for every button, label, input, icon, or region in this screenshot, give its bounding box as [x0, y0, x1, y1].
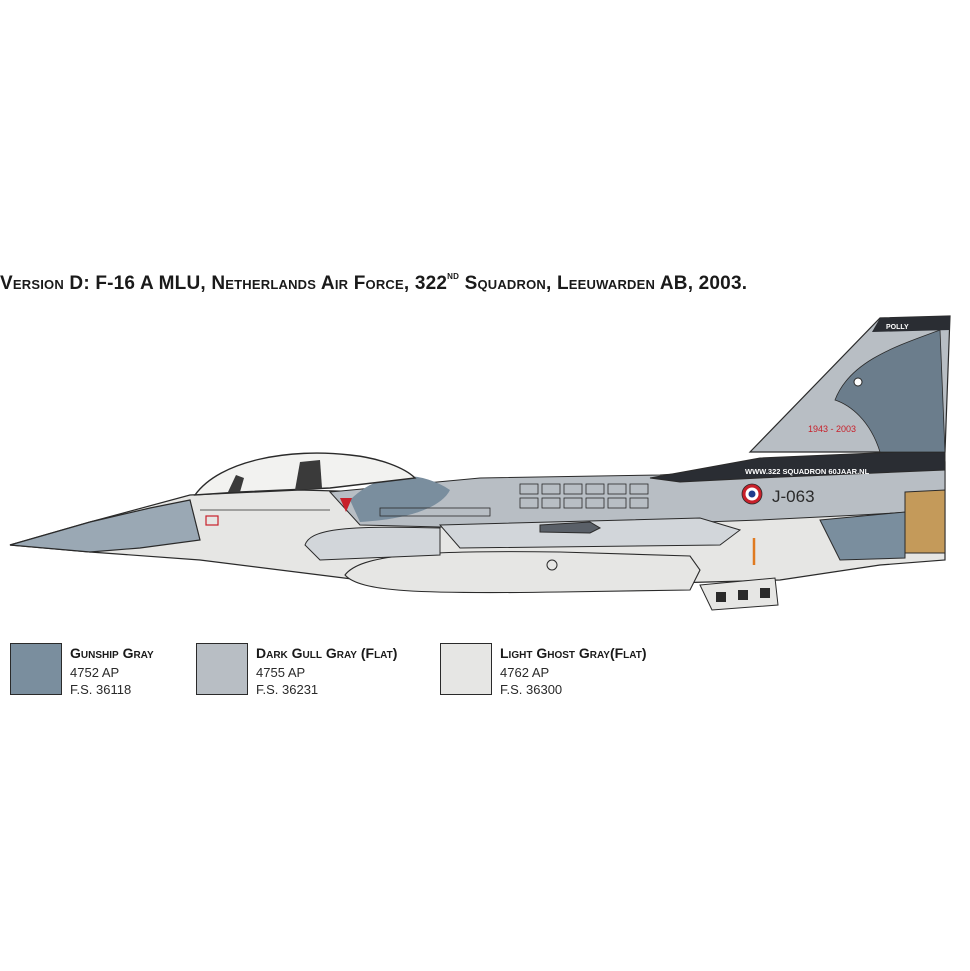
engine-exhaust — [904, 489, 946, 554]
swatch-ap-code: 4755 AP — [256, 665, 306, 680]
hud — [228, 475, 244, 492]
roundel-inner — [748, 490, 756, 498]
tail-band — [649, 449, 946, 483]
f16-side-profile: WWW.322 SQUADRON 60JAAR.NL POLLY 1943 - … — [9, 315, 951, 611]
parrot-eye — [853, 377, 863, 387]
nose-cone — [9, 499, 201, 553]
swatch-name: Light Ghost Gray(Flat) — [500, 645, 647, 661]
horizontal-stabilizer — [819, 511, 906, 561]
panel-grid — [200, 483, 649, 517]
tail-years: 1943 - 2003 — [808, 424, 856, 434]
tail-name: POLLY — [886, 324, 909, 331]
ejection-seat — [295, 460, 322, 490]
intake — [304, 526, 441, 561]
swatch-fs-code: F.S. 36118 — [70, 682, 132, 697]
color-swatch — [10, 643, 62, 695]
swatch-fs-code: F.S. 36300 — [500, 682, 563, 697]
fuel-tank — [344, 551, 701, 594]
web-text: WWW.322 SQUADRON 60JAAR.NL — [745, 467, 870, 476]
swatch-fs-code: F.S. 36231 — [256, 682, 319, 697]
swatch-name: Gunship Gray — [70, 645, 154, 661]
swatch-light-ghost-gray: Light Ghost Gray(Flat) 4762 AP F.S. 3630… — [440, 643, 680, 697]
color-swatch — [196, 643, 248, 695]
swatch-dark-gull-gray: Dark Gull Gray (Flat) 4755 AP F.S. 36231 — [196, 643, 426, 697]
red-square-marking — [205, 515, 219, 526]
title-superscript: nd — [447, 268, 460, 282]
swatch-name: Dark Gull Gray (Flat) — [256, 645, 398, 661]
warning-triangle — [340, 498, 352, 512]
tail-cap — [872, 316, 950, 332]
fin-checker-markings — [716, 588, 770, 602]
missile — [539, 521, 602, 534]
title-prefix: Version D: F-16 A MLU, Netherlands Air F… — [0, 273, 448, 294]
swatch-ap-code: 4762 AP — [500, 665, 550, 680]
camo-patch — [350, 476, 450, 522]
color-swatch — [440, 643, 492, 695]
version-title: Version D: F-16 A MLU, Netherlands Air F… — [0, 268, 747, 295]
swatch-gunship-gray: Gunship Gray 4752 AP F.S. 36118 — [10, 643, 210, 697]
tank-cap — [546, 559, 558, 571]
swatch-ap-code: 4752 AP — [70, 665, 120, 680]
title-suffix: Squadron, Leeuwarden AB, 2003. — [459, 273, 748, 294]
serial-number: J-063 — [772, 487, 815, 506]
